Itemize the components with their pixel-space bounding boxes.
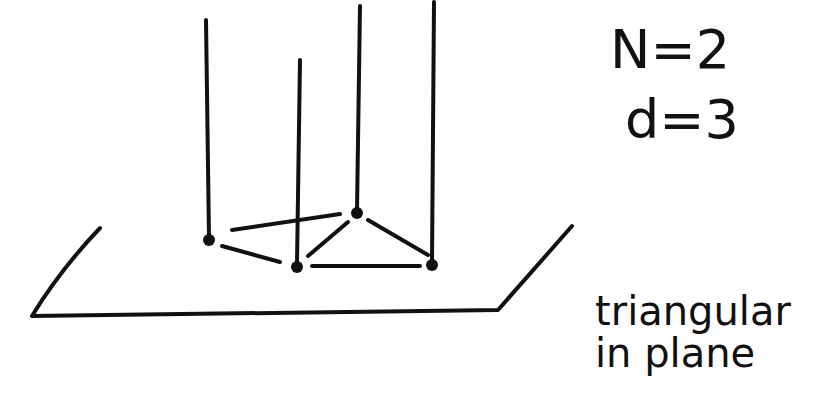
- lattice-bond: [232, 214, 340, 230]
- parameter-label: N=2: [610, 22, 730, 79]
- vertical-line: [357, 6, 360, 210]
- plane-outline: [32, 226, 572, 316]
- note-label: triangular in plane: [595, 290, 810, 374]
- lattice-bond: [312, 264, 420, 268]
- lattice-bond: [368, 220, 428, 255]
- vertical-line: [432, 2, 434, 262]
- parameter-label: d=3: [625, 92, 739, 149]
- lattice-bond: [222, 246, 280, 262]
- vertical-line: [297, 60, 300, 264]
- vertical-line: [206, 20, 209, 238]
- lattice-bond: [308, 222, 348, 256]
- lattice-site: [426, 259, 438, 271]
- lattice-site: [291, 261, 303, 273]
- lattice-site: [203, 234, 215, 246]
- lattice-site: [351, 207, 363, 219]
